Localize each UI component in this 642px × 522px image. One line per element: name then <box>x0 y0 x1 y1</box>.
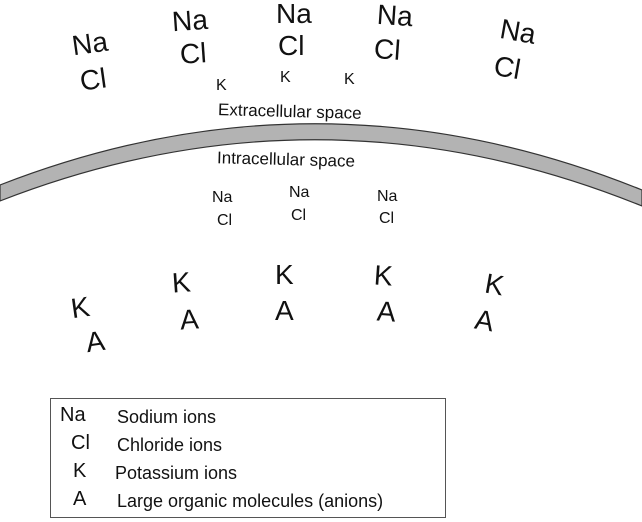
legend-sodium-symbol: Na <box>60 404 86 426</box>
legend-anion-symbol: A <box>73 488 87 510</box>
intracellular-chloride-ion: Cl <box>379 210 395 227</box>
extracellular-sodium-ion: Na <box>497 13 539 50</box>
extracellular-chloride-ion: Cl <box>491 49 524 86</box>
extracellular-sodium-ion: Na <box>170 3 209 38</box>
legend-sodium-label: Sodium ions <box>117 407 217 427</box>
intracellular-sodium-ion: Na <box>289 184 310 201</box>
extracellular-chloride-ion: Cl <box>178 37 208 70</box>
legend-potassium-symbol: K <box>73 460 87 482</box>
legend: Na Sodium ions Cl Chloride ions K Potass… <box>50 398 446 518</box>
extracellular-chloride-ion: Cl <box>278 30 305 61</box>
intracellular-chloride-ion: Cl <box>291 207 307 224</box>
intracellular-potassium-ion: K <box>275 259 294 290</box>
legend-chloride-label: Chloride ions <box>117 435 223 455</box>
intracellular-sodium-ion: Na <box>212 189 233 206</box>
intracellular-chloride-ion: Cl <box>217 212 233 229</box>
intracellular-potassium-ion: K <box>170 266 192 299</box>
extracellular-potassium-ion: K <box>216 77 227 94</box>
intracellular-potassium-ion: K <box>68 290 92 325</box>
membrane-band <box>0 123 642 207</box>
intracellular-potassium-ion: K <box>372 259 394 292</box>
extracellular-space-label: Extracellular space <box>217 100 362 123</box>
legend-potassium-label: Potassium ions <box>115 463 238 483</box>
intracellular-anion: A <box>275 295 294 326</box>
extracellular-sodium-ion: Na <box>69 25 110 62</box>
extracellular-sodium-ion: Na <box>375 0 414 33</box>
extracellular-chloride-ion: Cl <box>372 33 402 66</box>
extracellular-chloride-ion: Cl <box>77 62 109 97</box>
intracellular-anion: A <box>178 303 200 336</box>
extracellular-potassium-ion: K <box>344 71 355 88</box>
legend-anion-label: Large organic molecules (anions) <box>117 491 384 511</box>
intracellular-anion: A <box>83 324 107 359</box>
intracellular-sodium-ion: Na <box>377 188 398 205</box>
extracellular-potassium-ion: K <box>280 69 291 86</box>
intracellular-anion: A <box>375 295 397 328</box>
legend-chloride-symbol: Cl <box>71 432 90 454</box>
extracellular-sodium-ion: Na <box>276 0 312 29</box>
intracellular-space-label: Intracellular space <box>216 148 356 171</box>
